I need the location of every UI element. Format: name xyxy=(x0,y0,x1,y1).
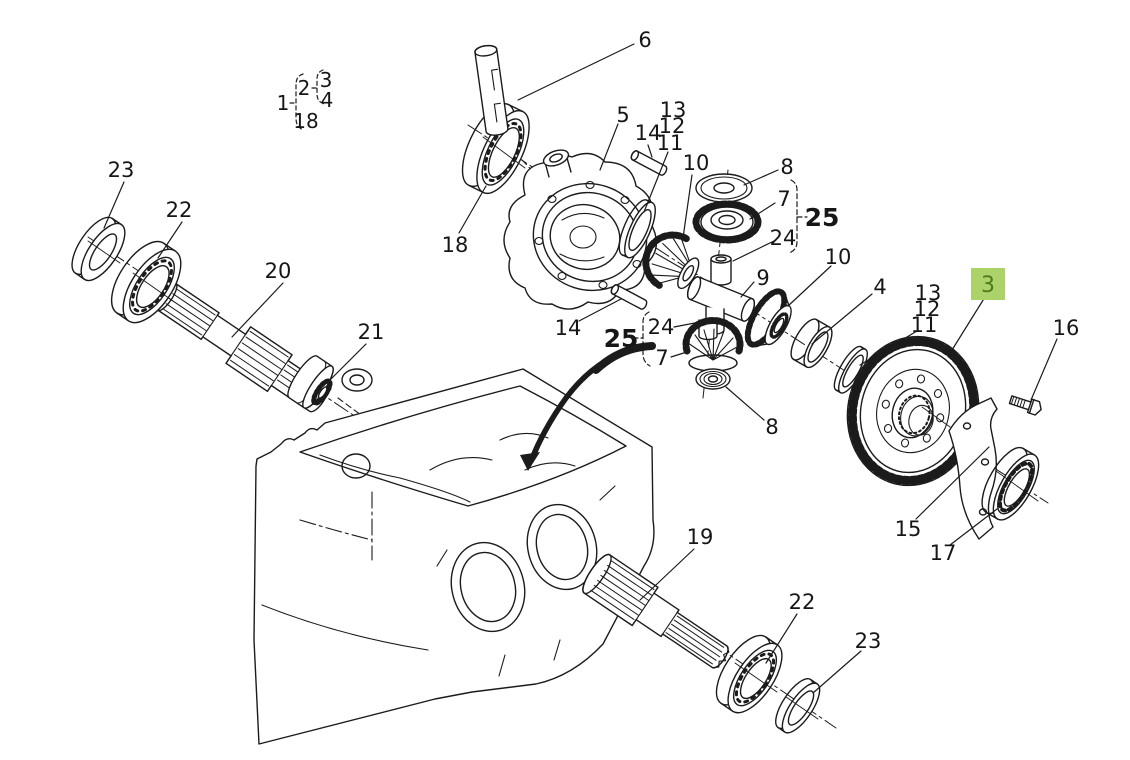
group-item-18: 18 xyxy=(293,109,318,133)
callout-9: 9 xyxy=(756,266,769,290)
callout-5: 5 xyxy=(616,103,629,127)
callout-21: 21 xyxy=(358,320,385,344)
callout-20: 20 xyxy=(265,259,292,283)
seal-23-bottom xyxy=(775,678,821,734)
coupling-gear-21 xyxy=(287,355,334,409)
thrust-washer-8-bottom xyxy=(695,368,731,390)
callout-25-bottom: 25 xyxy=(604,324,639,353)
side-gear-7-top xyxy=(692,200,762,244)
callout-22-top-left: 22 xyxy=(166,198,193,222)
callout-23-bottom: 23 xyxy=(855,629,882,653)
shim-ring-upper xyxy=(618,199,656,259)
leader-lines xyxy=(103,43,1058,694)
sub-assembly-bracket-25-bottom xyxy=(632,311,651,367)
callout-3-highlighted: 3 xyxy=(981,273,995,298)
lock-plate-15 xyxy=(948,397,998,540)
spacer-24-top xyxy=(710,254,732,286)
housing-bore-right xyxy=(526,503,598,591)
center-marks xyxy=(87,136,1039,720)
callout-15: 15 xyxy=(895,517,922,541)
callout-24-top: 24 xyxy=(770,226,797,250)
callout-10-right: 10 xyxy=(825,245,852,269)
group-item-2: 2 xyxy=(298,76,311,100)
housing-bore-left xyxy=(450,541,526,633)
thrust-washer-8-top xyxy=(695,173,753,203)
callout-13-right: 13 xyxy=(915,281,942,305)
lock-pin-14-left xyxy=(610,284,648,310)
highlight-box xyxy=(971,268,1005,300)
differential-case-5 xyxy=(503,149,658,310)
callout-13-top: 13 xyxy=(660,98,687,122)
callout-11-right: 11 xyxy=(911,313,938,337)
callout-22-bottom: 22 xyxy=(789,590,816,614)
callout-11-top: 11 xyxy=(657,131,684,155)
callout-12-right: 12 xyxy=(914,297,941,321)
callout-18: 18 xyxy=(442,233,469,257)
callout-10-top: 10 xyxy=(683,151,710,175)
callout-17: 17 xyxy=(930,541,957,565)
callout-8-top: 8 xyxy=(780,155,793,179)
group-item-3: 3 xyxy=(320,68,333,92)
callout-4: 4 xyxy=(873,275,886,299)
pinion-shaft-19 xyxy=(582,553,730,669)
callout-8-bottom: 8 xyxy=(765,415,778,439)
callout-16: 16 xyxy=(1053,316,1080,340)
group-item-4: 4 xyxy=(321,88,334,112)
callout-14-top: 14 xyxy=(635,121,662,145)
side-gear-7-bottom xyxy=(682,317,744,372)
callout-19: 19 xyxy=(687,525,714,549)
install-arrow xyxy=(520,342,656,471)
bevel-pinion-10-left xyxy=(642,231,700,290)
callout-14-left: 14 xyxy=(555,316,582,340)
callout-24-bottom: 24 xyxy=(648,315,675,339)
pinion-shaft-pin-6 xyxy=(474,44,509,136)
callout-6: 6 xyxy=(638,28,651,52)
callout-7-bottom: 7 xyxy=(655,346,668,370)
lock-pin-14-top xyxy=(630,150,668,176)
side-gear-10-right xyxy=(744,288,792,348)
sub-assembly-bracket-25-top xyxy=(788,179,808,254)
bolt-16 xyxy=(1008,395,1042,416)
callout-7-top: 7 xyxy=(777,187,790,211)
callout-23-top-left: 23 xyxy=(108,158,135,182)
bushing-4 xyxy=(790,318,833,369)
seal-23-left xyxy=(71,216,126,282)
group-item-1: 1 xyxy=(277,91,290,115)
group-brackets xyxy=(289,69,325,131)
callout-25-top: 25 xyxy=(805,203,840,232)
callout-12-top: 12 xyxy=(659,114,686,138)
housing-case xyxy=(253,368,655,745)
